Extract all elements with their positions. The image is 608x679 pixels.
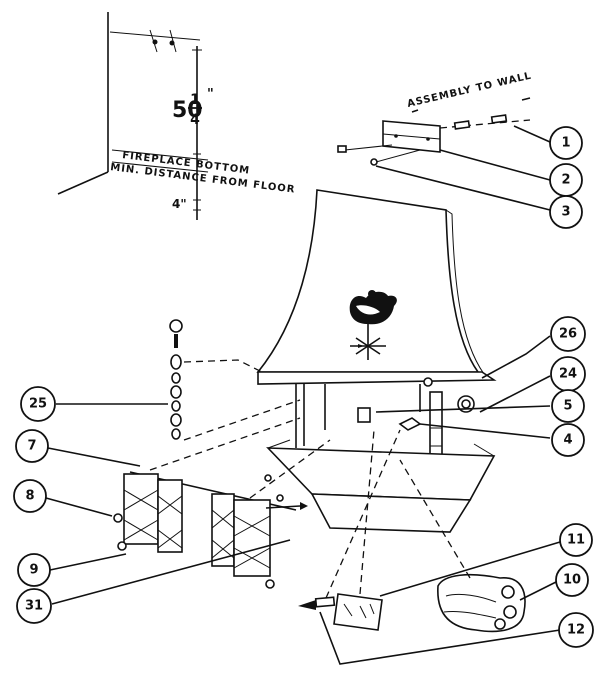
wall-dimension-sketch bbox=[57, 12, 209, 220]
callout-5: 5 bbox=[551, 389, 585, 423]
callout-25: 25 bbox=[20, 386, 56, 422]
fireplace-base bbox=[266, 439, 496, 533]
height-denominator: 4 bbox=[190, 112, 200, 128]
svg-text:26: 26 bbox=[559, 327, 577, 342]
callout-9: 9 bbox=[17, 553, 51, 587]
svg-text:25: 25 bbox=[29, 397, 47, 412]
callout-7: 7 bbox=[15, 429, 49, 463]
svg-text:2: 2 bbox=[561, 173, 570, 188]
callout-4: 4 bbox=[551, 423, 585, 457]
rooster-weathervane-emblem bbox=[349, 290, 397, 360]
log-set bbox=[437, 573, 526, 633]
callout-24: 24 bbox=[550, 356, 586, 392]
svg-text:3: 3 bbox=[561, 205, 570, 220]
callout-2: 2 bbox=[549, 163, 583, 197]
svg-text:12: 12 bbox=[567, 623, 585, 638]
svg-text:31: 31 bbox=[25, 599, 43, 614]
svg-text:11: 11 bbox=[567, 533, 585, 548]
height-numerator: 1 bbox=[190, 92, 200, 108]
fire-screen-curtains bbox=[113, 417, 331, 589]
height-unit: " bbox=[207, 87, 214, 102]
svg-text:7: 7 bbox=[27, 439, 36, 454]
leader-lines bbox=[45, 125, 561, 665]
callout-3: 3 bbox=[549, 195, 583, 229]
callout-26: 26 bbox=[550, 316, 586, 352]
svg-text:24: 24 bbox=[559, 367, 577, 382]
fireplace-hood bbox=[256, 189, 497, 385]
burner-insert bbox=[298, 429, 471, 631]
callouts: 1 2 3 26 24 5 4 25 7 8 9 31 11 10 12 bbox=[13, 126, 594, 648]
svg-text:10: 10 bbox=[563, 573, 581, 588]
height-whole: 50 bbox=[172, 98, 203, 123]
note-assembly-to-wall: ASSEMBLY TO WALL bbox=[406, 71, 533, 110]
floor-dimension: 4" bbox=[172, 197, 187, 211]
callout-12: 12 bbox=[558, 612, 594, 648]
callout-1: 1 bbox=[549, 126, 583, 160]
finial-chain bbox=[169, 319, 301, 441]
wall-bracket bbox=[337, 97, 531, 166]
callout-11: 11 bbox=[559, 523, 593, 557]
callout-8: 8 bbox=[13, 479, 47, 513]
svg-text:5: 5 bbox=[563, 399, 572, 414]
callout-10: 10 bbox=[555, 563, 589, 597]
svg-text:9: 9 bbox=[29, 563, 38, 578]
height-dimension-label: 50 1 4 " bbox=[172, 87, 214, 128]
svg-text:4: 4 bbox=[563, 433, 572, 448]
svg-text:8: 8 bbox=[25, 489, 34, 504]
svg-text:1: 1 bbox=[561, 136, 570, 151]
callout-31: 31 bbox=[16, 588, 52, 624]
